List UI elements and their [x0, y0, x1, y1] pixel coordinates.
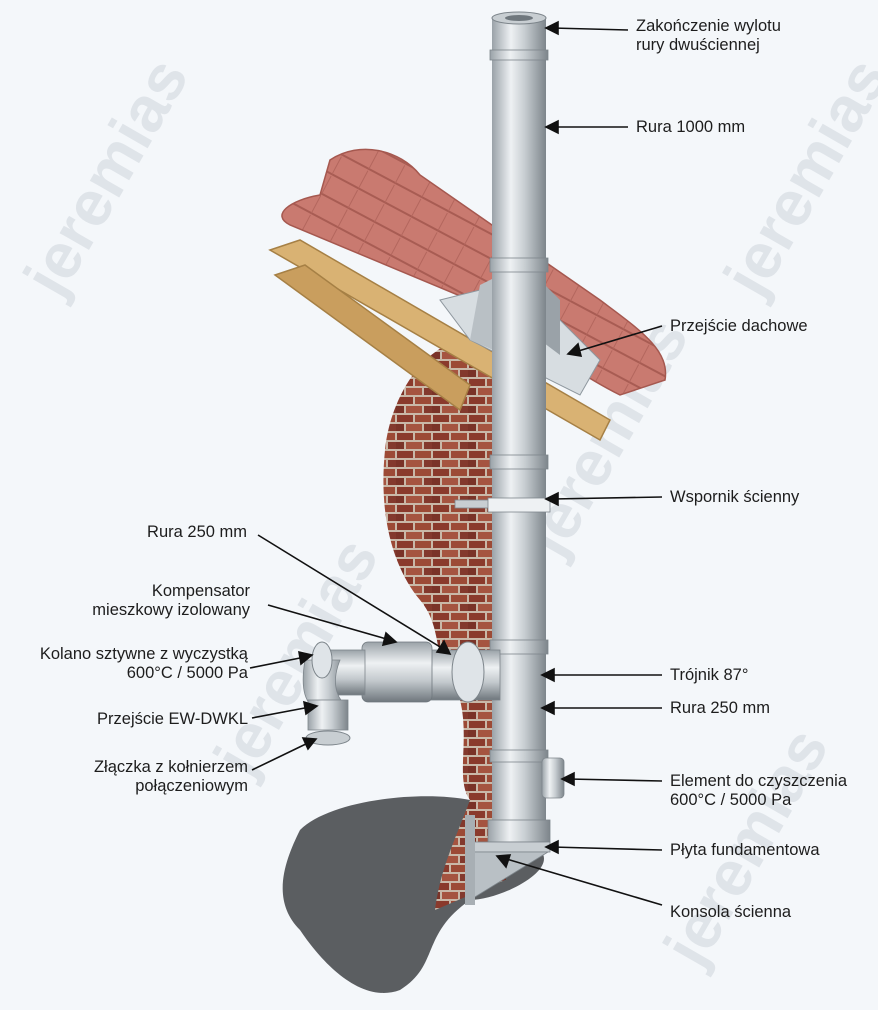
- label-cleaning-element: Element do czyszczenia 600°C / 5000 Pa: [670, 772, 847, 809]
- wall-support-bracket: [454, 497, 551, 513]
- label-wall-support: Wspornik ścienny: [670, 488, 800, 506]
- label-ew-dwkl: Przejście EW-DWKL: [97, 710, 248, 728]
- label-roof-passage: Przejście dachowe: [670, 317, 808, 335]
- label-elbow: Kolano sztywne z wyczystką 600°C / 5000 …: [39, 645, 248, 682]
- label-wall-console: Konsola ścienna: [670, 903, 792, 921]
- main-chimney-pipe: [487, 11, 551, 848]
- label-base-plate: Płyta fundamentowa: [670, 841, 820, 859]
- label-tee: Trójnik 87°: [670, 666, 749, 684]
- base-plate-console: [465, 815, 551, 905]
- label-compensator: Kompensator mieszkowy izolowany: [92, 582, 250, 619]
- svg-text:jeremias: jeremias: [709, 46, 878, 308]
- horizontal-connection: [302, 641, 501, 746]
- label-outlet-end: Zakończenie wylotu rury dwuściennej: [636, 17, 781, 54]
- svg-text:jeremias: jeremias: [9, 46, 202, 308]
- label-flange-connector: Złączka z kołnierzem połączeniowym: [93, 758, 248, 795]
- label-pipe-250-left: Rura 250 mm: [147, 523, 247, 541]
- label-pipe-1000: Rura 1000 mm: [636, 118, 746, 136]
- brick-wall: [383, 330, 505, 910]
- label-pipe-250-right: Rura 250 mm: [670, 699, 770, 717]
- leader-lines: [249, 20, 663, 906]
- cleaning-element: [541, 757, 565, 799]
